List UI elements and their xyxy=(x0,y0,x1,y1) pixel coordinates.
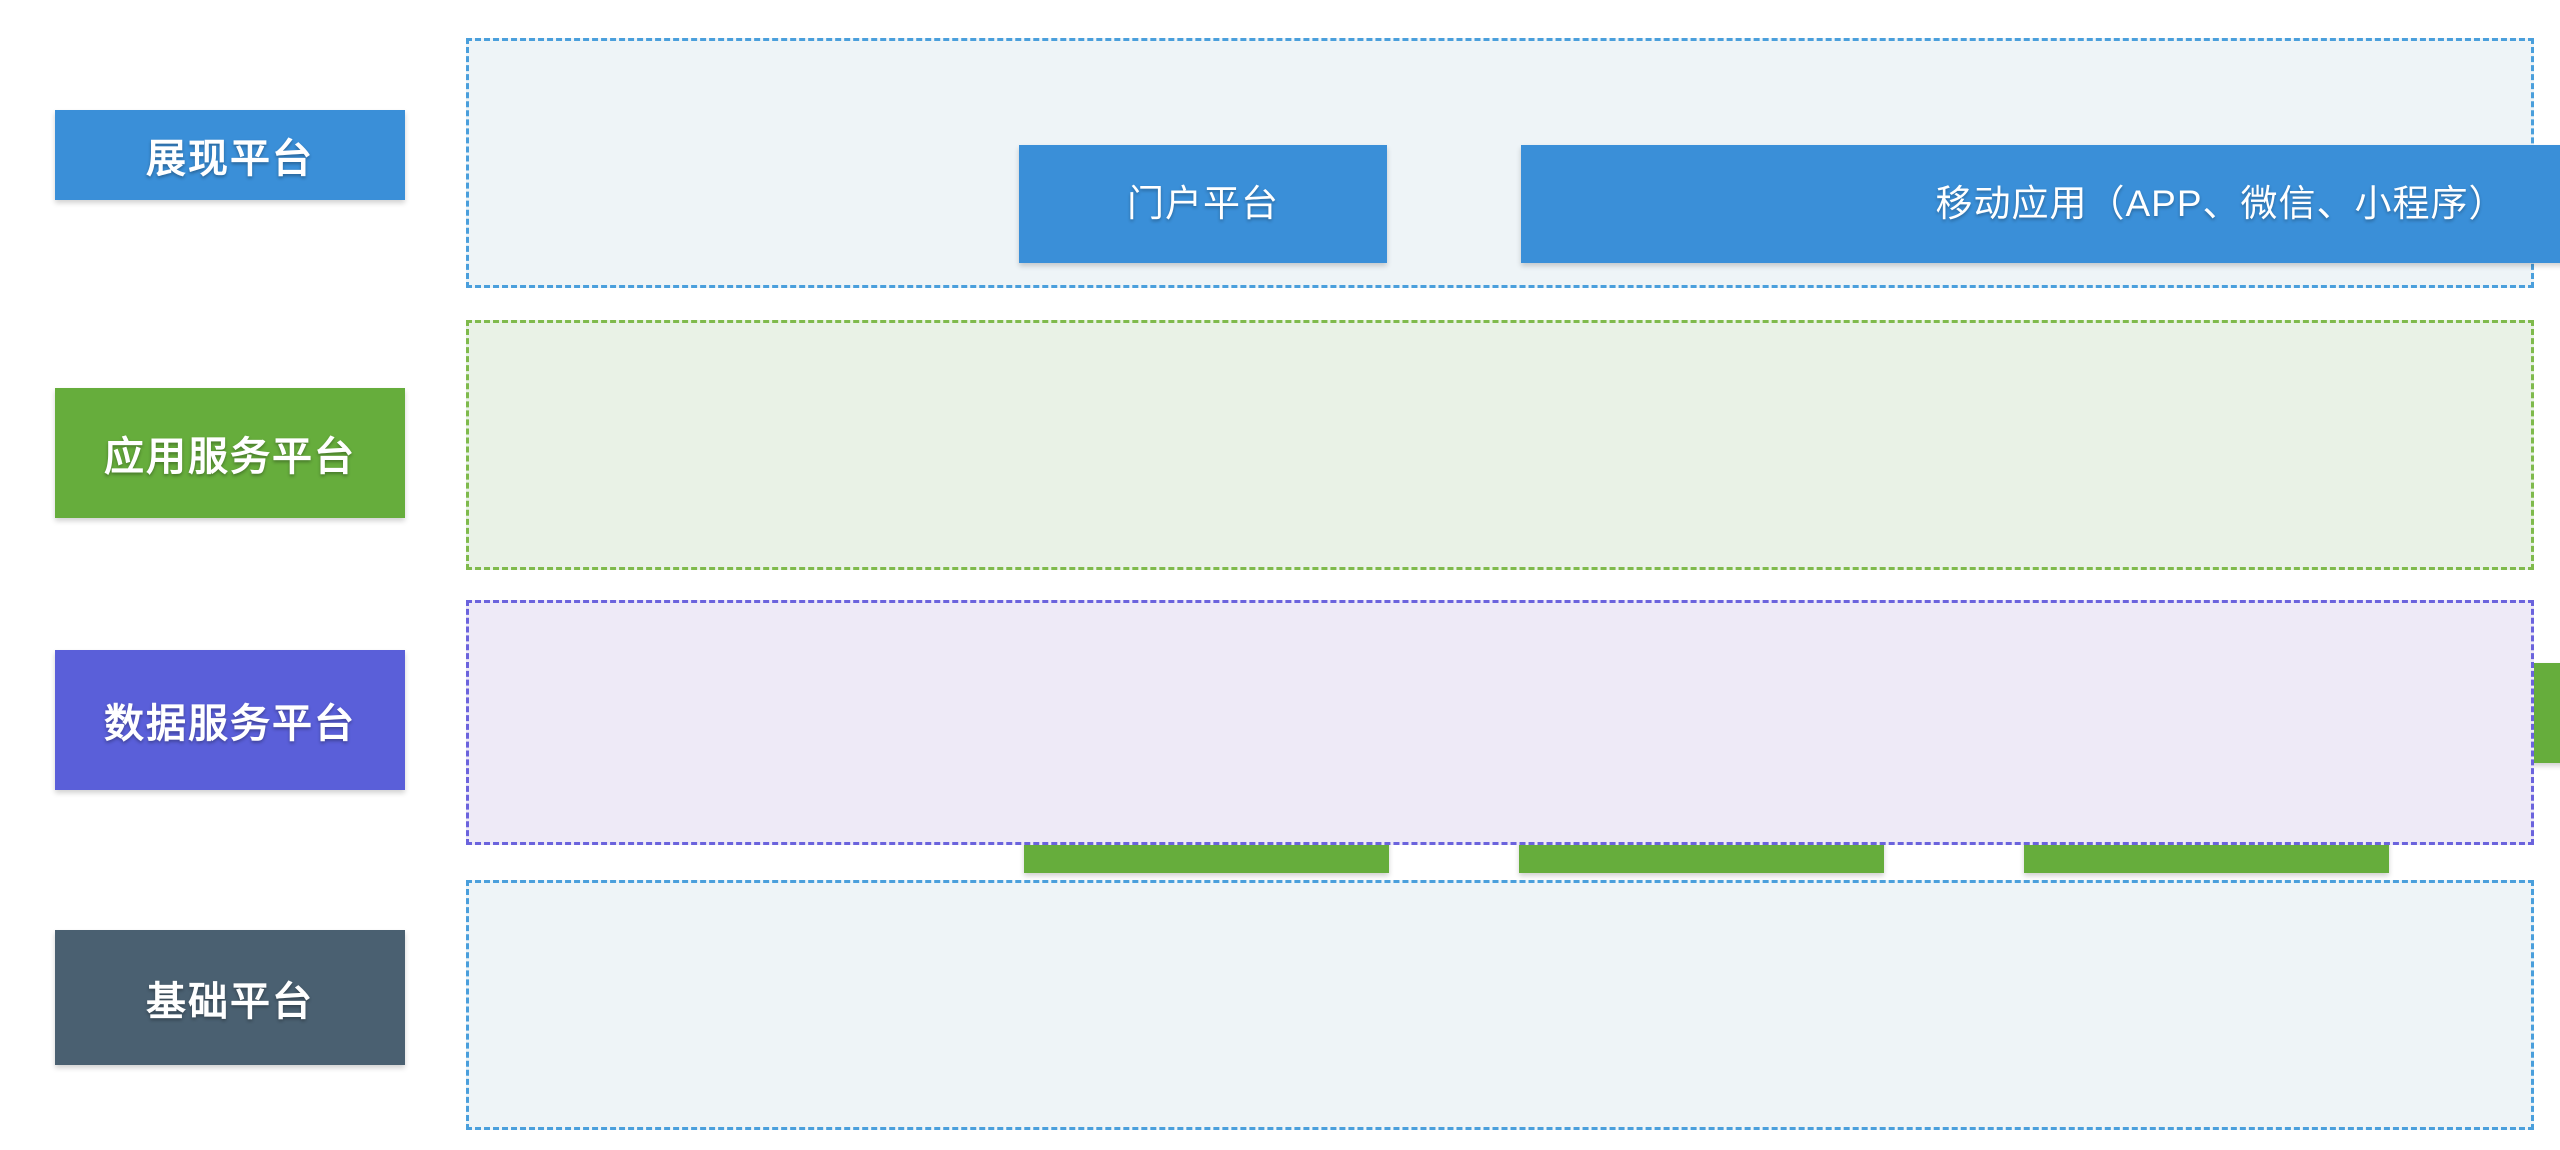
layer-label-infrastructure: 基础平台 xyxy=(55,930,405,1065)
layer-label-application-service: 应用服务平台 xyxy=(55,388,405,518)
node-mobile-application[interactable]: 移动应用（APP、微信、小程序） xyxy=(1521,145,2560,263)
node-operations-center[interactable]: 运营中心 xyxy=(2529,663,2560,763)
node-portal-platform[interactable]: 门户平台 xyxy=(1019,145,1387,263)
layer-band-application-service: 商品中心 交易中心 结算中心 运营中心 用户中心 营销中心 移动中心 xyxy=(466,320,2560,873)
layer-band-infrastructure: 微服务平台 运维平台 开发平台 监控平台 xyxy=(466,880,2534,1130)
layer-band-presentation: 门户平台 移动应用（APP、微信、小程序） xyxy=(466,38,2560,288)
layer-label-data-service: 数据服务平台 xyxy=(55,650,405,790)
layer-band-data-service: 数据存储平台 货代及三方系统接口 支付接口 业务系统接口 极光推送及短信接口 xyxy=(466,600,2534,845)
layer-label-presentation: 展现平台 xyxy=(55,110,405,200)
